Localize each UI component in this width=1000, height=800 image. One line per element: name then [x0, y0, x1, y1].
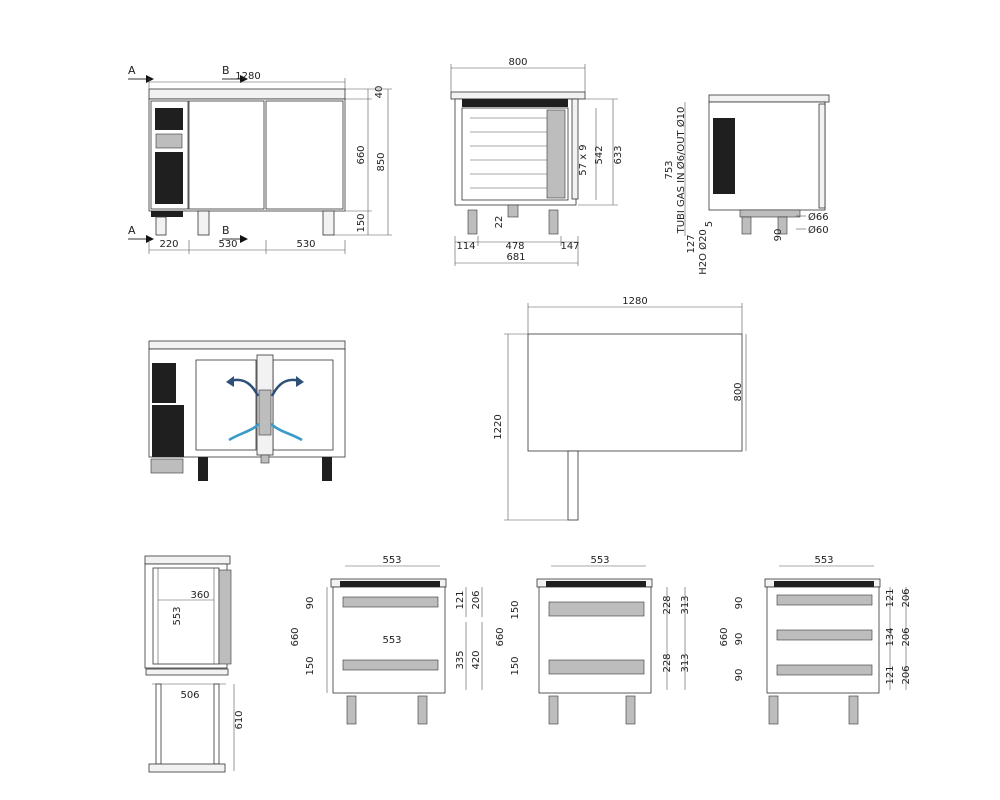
plan-door-open-dim: 1220 — [493, 414, 504, 439]
front-bottom-dim-3: 530 — [296, 239, 315, 250]
plan-depth-dim: 800 — [733, 382, 744, 401]
front-body-dim: 660 — [356, 145, 367, 164]
back-worktop — [708, 94, 830, 103]
drawer-3-total-dim: 660 — [719, 627, 730, 646]
drawer-3-width-dim: 553 — [814, 555, 833, 566]
airflow-worktop — [148, 340, 346, 350]
front-bottom-dim-2: 530 — [218, 239, 237, 250]
drain-label: H2O Ø20 — [697, 229, 709, 275]
drawer-2-gap-b-dim: 150 — [510, 656, 521, 675]
plan-door-open — [567, 450, 579, 521]
front-view: A B A B 1280 40 660 850 — [128, 64, 392, 254]
fan-coil — [258, 389, 272, 436]
side-bottom-dim-1: 114 — [456, 241, 475, 252]
section-label-b-top: B — [222, 64, 230, 77]
plan-top-outline — [527, 333, 743, 452]
foot-diameter-66: Ø66 — [808, 211, 829, 223]
drawer-3-gap-1-dim: 90 — [734, 597, 745, 610]
back-dim-5: 5 — [704, 221, 715, 227]
drawer-2-gap-a-dim: 150 — [510, 600, 521, 619]
drawer-2-width-dim: 553 — [590, 555, 609, 566]
side-bottom-dim-3: 147 — [560, 241, 579, 252]
section-label-a-top: A — [128, 64, 136, 77]
back-dim-127: 127 — [686, 234, 697, 253]
plan-view: 1280 800 1220 — [493, 296, 747, 521]
side-bottom-dim-2: 478 — [505, 241, 524, 252]
side-inner-height-dim: 542 — [594, 145, 605, 164]
drawer-3-gap-2-dim: 90 — [734, 633, 745, 646]
drawer-3-right-dim-4: 206 — [901, 627, 912, 646]
drawer-1-right-dim-3: 335 — [455, 650, 466, 669]
back-dim-90: 90 — [773, 229, 784, 242]
front-total-dim: 850 — [376, 152, 387, 171]
tray-outline — [152, 567, 220, 665]
tray-leg-height-dim: 610 — [234, 710, 245, 729]
front-legs — [155, 210, 335, 236]
back-height-dim: 753 — [664, 160, 675, 179]
drawer-1-total-dim: 660 — [290, 627, 301, 646]
front-plinth — [151, 211, 183, 217]
back-view: 753 TUBI GAS IN Ø6/OUT Ø10 5 127 H2O Ø20… — [664, 94, 830, 275]
drawer-1-right-dim-2: 206 — [471, 590, 482, 609]
drawer-1-right-dim-4: 420 — [471, 650, 482, 669]
section-arrow-a-top: A — [128, 64, 154, 83]
drawer-3-right-dim-2: 206 — [901, 588, 912, 607]
drawer-1-inner-dim: 553 — [382, 635, 401, 646]
drawer-3-gap-3-dim: 90 — [734, 669, 745, 682]
drawer-2-right-dim-1: 228 — [662, 595, 673, 614]
front-top-dim: 40 — [374, 86, 385, 99]
drawer-2-total-dim: 660 — [495, 627, 506, 646]
plan-width-dim: 1280 — [622, 296, 647, 307]
side-door-edge — [571, 98, 579, 200]
section-label-b-bottom: B — [222, 224, 230, 237]
back-grille — [713, 118, 735, 194]
front-door-left — [188, 100, 265, 210]
section-arrow-b-bottom: B — [222, 224, 248, 243]
front-door-right — [265, 100, 344, 210]
section-label-a-bottom: A — [128, 224, 136, 237]
tray-section-view: 360 553 506 610 — [144, 555, 245, 773]
drawer-1-width-dim: 553 — [382, 555, 401, 566]
front-worktop — [148, 88, 346, 100]
drawer-3-right-dim-1: 121 — [885, 588, 896, 607]
drawer-2-right-dim-3: 228 — [662, 653, 673, 672]
tray-width-dim: 360 — [190, 590, 209, 601]
side-guides-dim: 57 x 9 — [578, 144, 589, 175]
drawer-1-right-dim-1: 121 — [455, 590, 466, 609]
front-legs-dim: 150 — [356, 213, 367, 232]
tray-base-dim: 506 — [180, 690, 199, 701]
drawer-view-1: 553 553 660 90 150 121 206 335 420 — [290, 555, 483, 725]
side-leg-gap-dim: 22 — [494, 216, 505, 229]
foot-diameter-60: Ø60 — [808, 224, 829, 236]
tray-height-dim: 553 — [172, 606, 183, 625]
side-section-view: 800 57 x 9 542 633 22 114 478 147 681 — [450, 57, 624, 266]
section-arrow-b-top: B — [222, 64, 248, 83]
drawer-1-low-gap-dim: 150 — [305, 656, 316, 675]
drawer-view-3: 553 660 90 90 90 121 206 134 206 121 206 — [719, 555, 912, 725]
front-vent-grille — [155, 108, 183, 204]
side-worktop — [450, 91, 586, 100]
drawer-1-top-gap-dim: 90 — [305, 597, 316, 610]
drawer-2-right-dim-2: 313 — [680, 595, 691, 614]
gas-pipes-label: TUBI GAS IN Ø6/OUT Ø10 — [675, 107, 687, 235]
drawer-3-right-dim-5: 121 — [885, 665, 896, 684]
drawer-3-right-dim-6: 206 — [901, 665, 912, 684]
airflow-arrow-left-in — [228, 423, 260, 442]
airflow-view — [148, 340, 346, 481]
side-shelf-guides — [470, 109, 566, 199]
drawer-2-right-dim-4: 313 — [680, 653, 691, 672]
side-legs — [467, 204, 559, 235]
drawer-3-right-dim-3: 134 — [885, 627, 896, 646]
side-depth-dim: 800 — [508, 57, 527, 68]
front-width-dim: 1280 — [235, 71, 260, 82]
side-bottom-total-dim: 681 — [506, 252, 525, 263]
side-outer-height-dim: 633 — [613, 145, 624, 164]
airflow-arrow-right-in — [270, 423, 303, 442]
drawer-view-2: 553 660 150 150 228 313 228 313 — [495, 555, 691, 725]
front-bottom-dim-1: 220 — [159, 239, 178, 250]
section-arrow-a-bottom: A — [128, 224, 154, 243]
